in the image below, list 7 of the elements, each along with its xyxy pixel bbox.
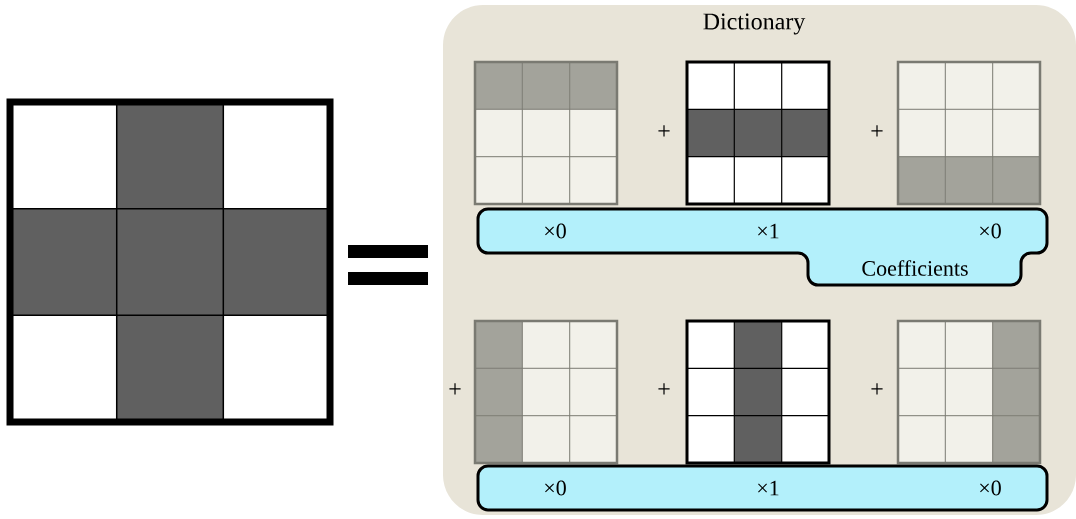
plus-sign: + — [658, 383, 670, 395]
plus-sign: + — [871, 383, 883, 395]
plus-sign: + — [449, 383, 461, 395]
coefficient-bar: ×0 ×1 ×0 Coefficients — [476, 207, 1049, 287]
coefficient-bar: ×0 ×1 ×0 — [476, 464, 1049, 512]
plus-sign: + — [658, 125, 670, 137]
plus-sign: + — [871, 125, 883, 137]
